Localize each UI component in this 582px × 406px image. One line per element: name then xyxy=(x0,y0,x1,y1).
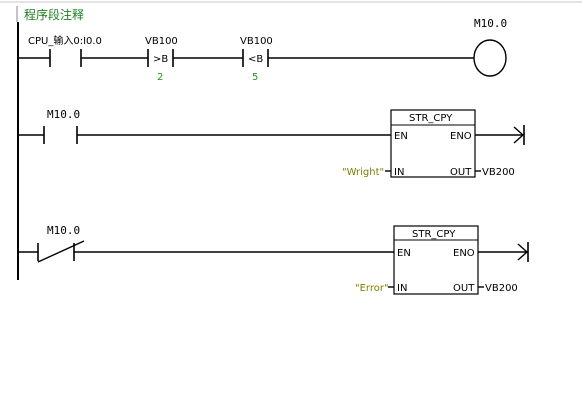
rung2-str-cpy-block[interactable]: STR_CPY EN ENO IN OUT xyxy=(390,109,476,178)
rung2-in-value[interactable]: "Wright" xyxy=(342,167,384,178)
rung1-compare2-operand: VB100 xyxy=(240,36,273,47)
rung1-compare1-operand: VB100 xyxy=(145,36,178,47)
rung3-block-en: EN xyxy=(397,248,411,259)
rung2-no-contact[interactable]: M10.0 xyxy=(18,108,80,144)
rung3-str-cpy-block[interactable]: STR_CPY EN ENO IN OUT xyxy=(393,225,479,295)
rung1-compare-greater[interactable]: VB100 >B 2 xyxy=(145,36,178,83)
rung1-compare1-op: >B xyxy=(153,54,168,65)
network-comment[interactable]: 程序段注释 xyxy=(24,7,84,22)
rung3-block-out: OUT xyxy=(453,283,475,294)
rung1-compare2-op: <B xyxy=(248,54,263,65)
rung1-compare2-value: 5 xyxy=(252,72,258,83)
rung-1[interactable]: CPU_输入0:I0.0 VB100 >B 2 VB100 <B 5 M10.0 xyxy=(18,17,507,83)
rung2-out-value[interactable]: VB200 xyxy=(482,167,515,178)
rung1-contact-label: CPU_输入0:I0.0 xyxy=(28,34,102,47)
rung2-output-arrow-icon xyxy=(513,125,525,145)
rung3-block-title: STR_CPY xyxy=(412,229,456,240)
rung1-coil[interactable]: M10.0 xyxy=(473,17,507,77)
rung3-nc-contact[interactable]: M10.0 xyxy=(18,224,85,263)
rung1-compare1-value: 2 xyxy=(157,72,163,83)
rung-3[interactable]: M10.0 STR_CPY EN ENO IN OUT "Error" VB20… xyxy=(18,224,529,295)
rung-2[interactable]: M10.0 STR_CPY EN ENO IN OUT "Wright" VB2… xyxy=(18,108,525,178)
rung1-compare-less[interactable]: VB100 <B 5 xyxy=(240,36,273,83)
rung3-block-in: IN xyxy=(397,283,407,294)
rung2-contact-label: M10.0 xyxy=(47,108,80,121)
rung1-no-contact[interactable]: CPU_输入0:I0.0 xyxy=(18,34,102,67)
rung3-out-value[interactable]: VB200 xyxy=(485,283,518,294)
rung2-block-in: IN xyxy=(394,167,404,178)
rung2-block-title: STR_CPY xyxy=(409,113,453,124)
rung1-coil-label: M10.0 xyxy=(474,17,507,30)
rung3-block-eno: ENO xyxy=(453,248,475,259)
rung3-output-arrow-icon xyxy=(517,242,529,262)
rung2-block-en: EN xyxy=(394,131,408,142)
rung3-contact-label: M10.0 xyxy=(47,224,80,237)
rung3-in-value[interactable]: "Error" xyxy=(355,283,389,294)
rung2-block-eno: ENO xyxy=(450,131,472,142)
rung2-block-out: OUT xyxy=(450,167,472,178)
